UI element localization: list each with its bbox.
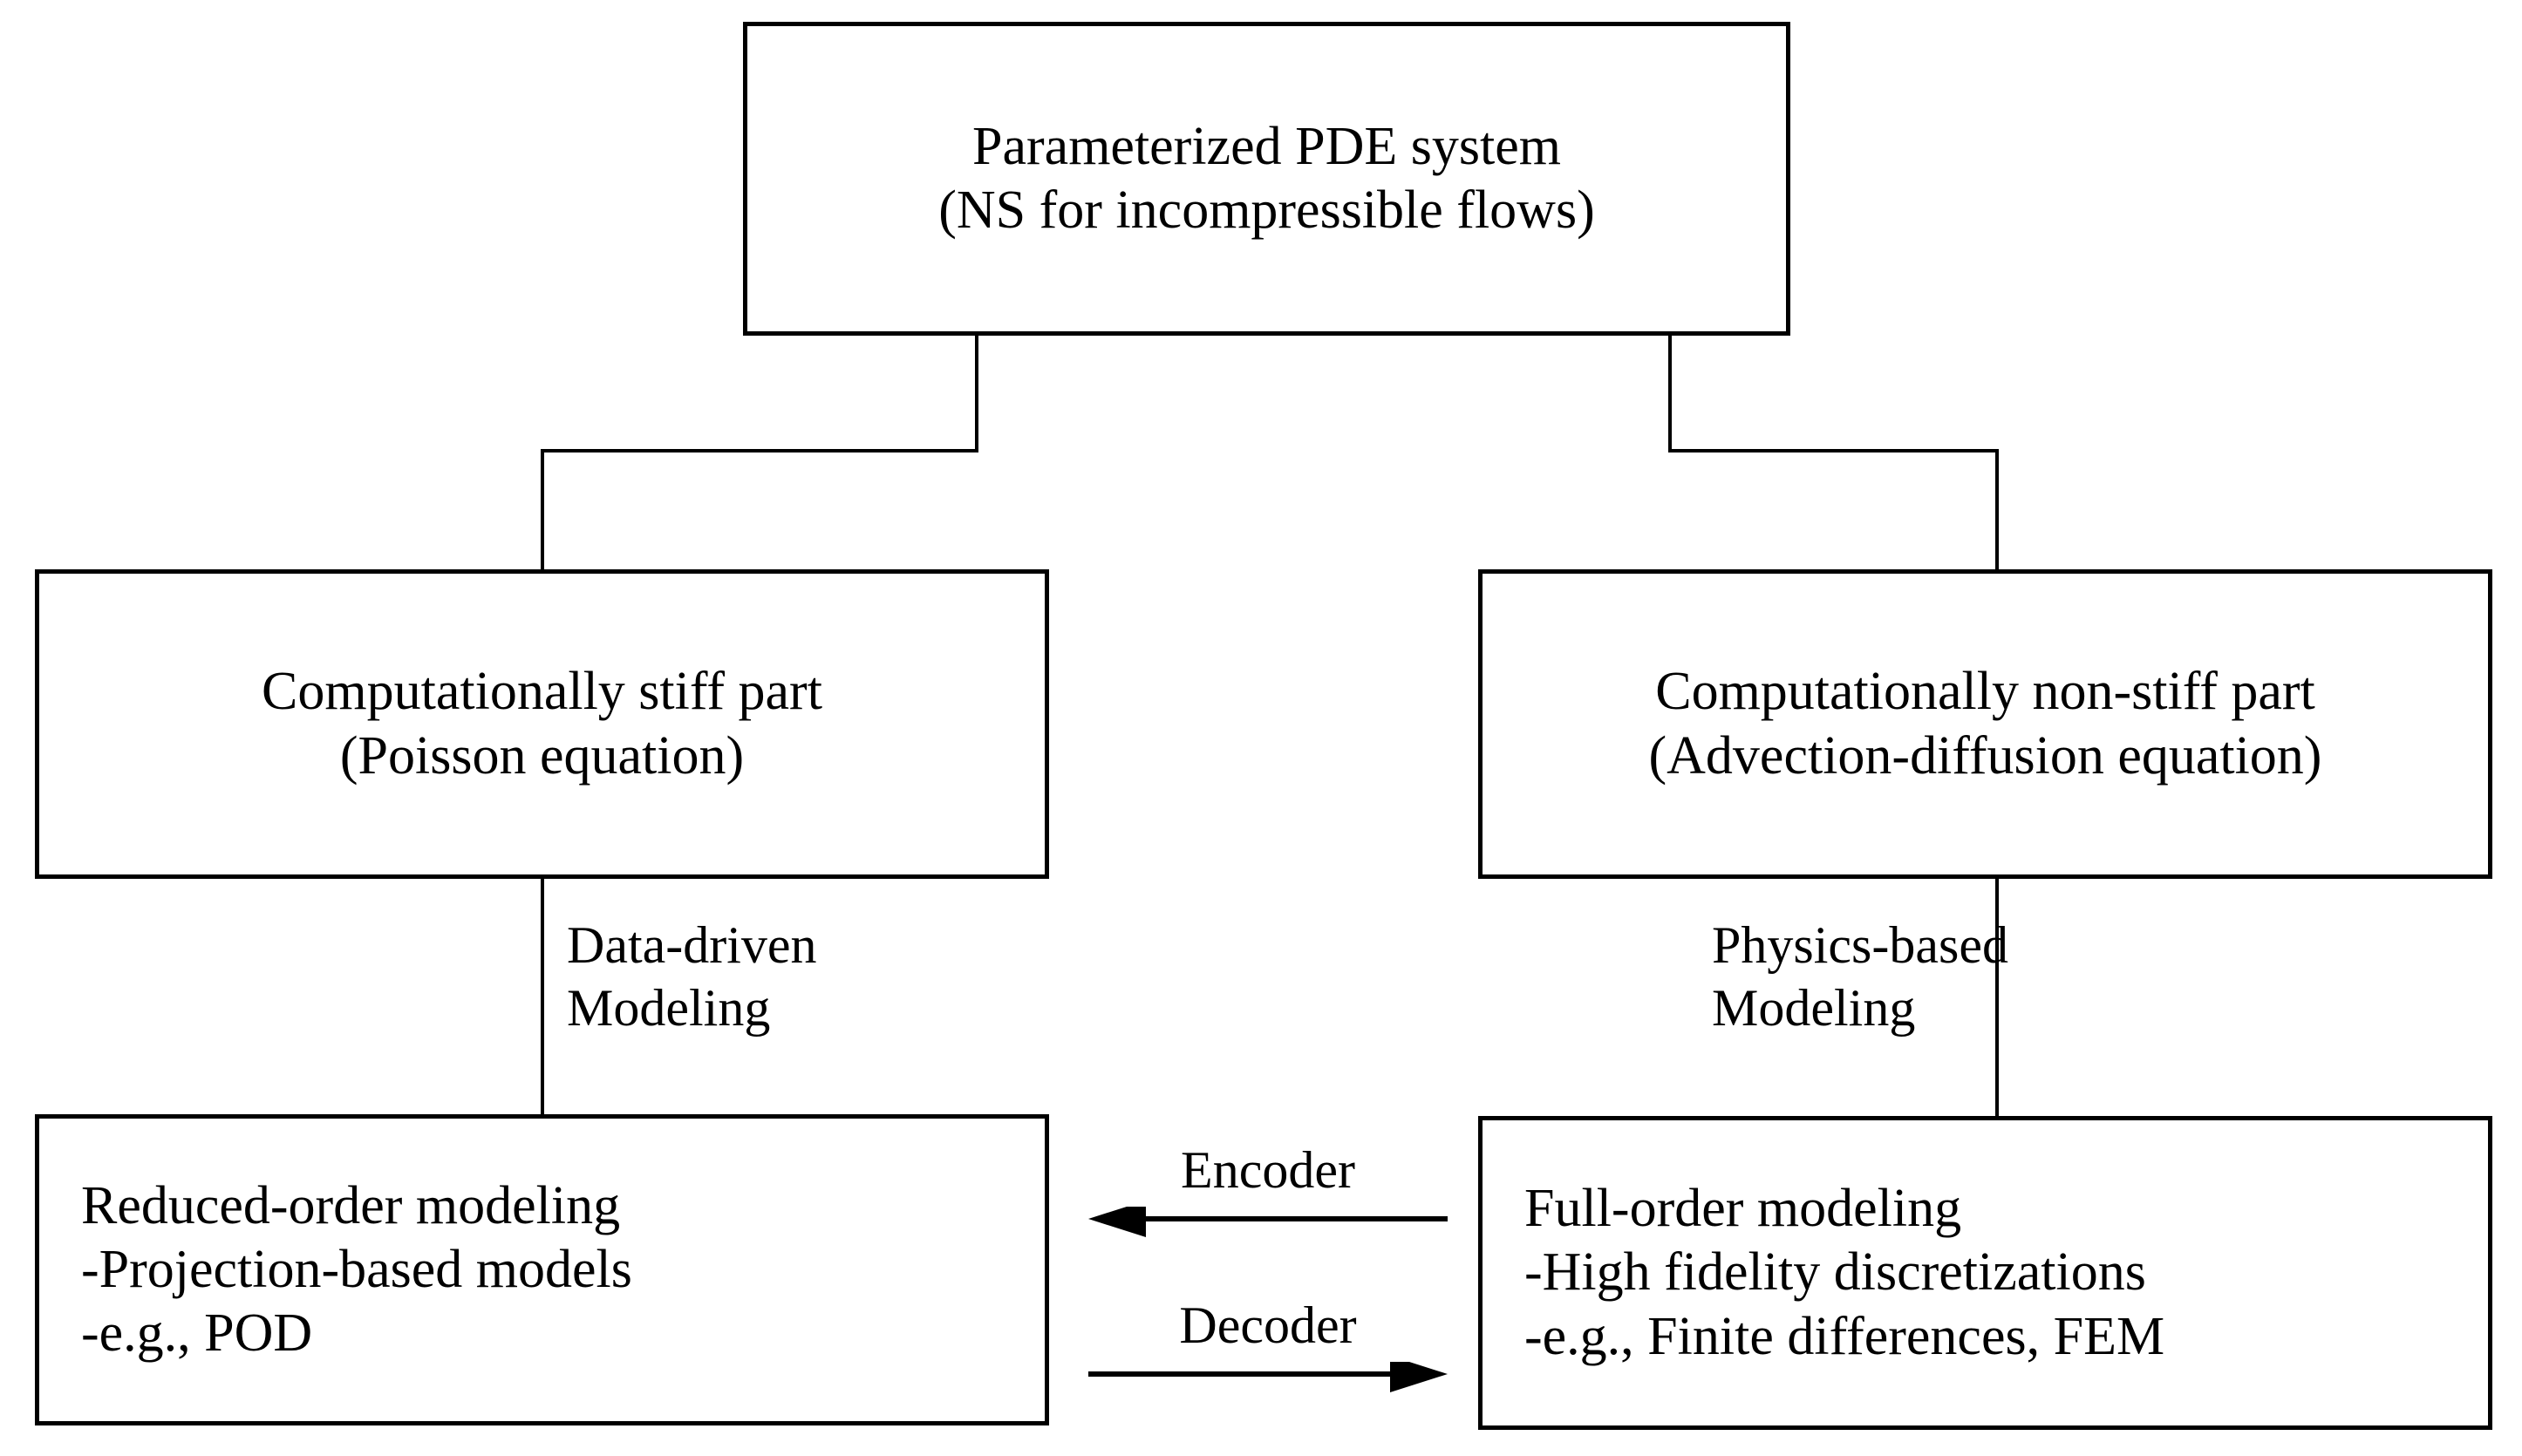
node-fom-line-3: -e.g., Finite differences, FEM xyxy=(1524,1306,2165,1366)
arrow-encoder-label: Encoder xyxy=(1181,1141,1355,1199)
node-stiff-line-2: (Poisson equation) xyxy=(339,725,745,786)
connector-root-to-nonstiff-vertical xyxy=(1668,336,1672,452)
node-nonstiff-line-1: Computationally non-stiff part xyxy=(1655,662,2315,722)
connector-nonstiff-to-fom xyxy=(1995,877,1999,1119)
node-parameterized-pde-system: Parameterized PDE system (NS for incompr… xyxy=(743,22,1790,336)
connector-root-to-stiff-vertical xyxy=(975,336,978,452)
node-computationally-non-stiff-part: Computationally non-stiff part (Advectio… xyxy=(1478,569,2492,879)
node-rom-line-3: -e.g., POD xyxy=(81,1303,313,1364)
connector-root-to-stiff-horizontal xyxy=(541,449,978,452)
node-root-line-1: Parameterized PDE system xyxy=(972,116,1561,176)
arrow-left-icon xyxy=(1088,1207,1448,1237)
edge-label-data-driven-modeling: Data-driven Modeling xyxy=(567,916,817,1037)
connector-nonstiff-drop-vertical xyxy=(1995,449,1999,573)
node-fom-line-1: Full-order modeling xyxy=(1524,1179,1962,1239)
node-root-line-2: (NS for incompressible flows) xyxy=(938,180,1595,240)
node-fom-line-2: -High fidelity discretizations xyxy=(1524,1242,2146,1303)
arrow-right-icon xyxy=(1088,1362,1448,1392)
node-nonstiff-line-2: (Advection-diffusion equation) xyxy=(1648,725,2322,786)
node-reduced-order-modeling: Reduced-order modeling -Projection-based… xyxy=(35,1114,1049,1425)
edge-label-physics-based-modeling: Physics-based Modeling xyxy=(1712,916,2008,1037)
connector-stiff-drop-vertical xyxy=(541,449,544,573)
connector-stiff-to-rom xyxy=(541,877,544,1117)
node-rom-line-1: Reduced-order modeling xyxy=(81,1175,621,1235)
node-computationally-stiff-part: Computationally stiff part (Poisson equa… xyxy=(35,569,1049,879)
node-stiff-line-1: Computationally stiff part xyxy=(262,662,822,722)
node-full-order-modeling: Full-order modeling -High fidelity discr… xyxy=(1478,1116,2492,1430)
arrow-decoder-label: Decoder xyxy=(1179,1296,1357,1354)
node-rom-line-2: -Projection-based models xyxy=(81,1239,632,1299)
arrow-encoder: Encoder xyxy=(1088,1144,1448,1247)
connector-root-to-nonstiff-horizontal xyxy=(1668,449,1999,452)
arrow-decoder: Decoder xyxy=(1088,1299,1448,1402)
